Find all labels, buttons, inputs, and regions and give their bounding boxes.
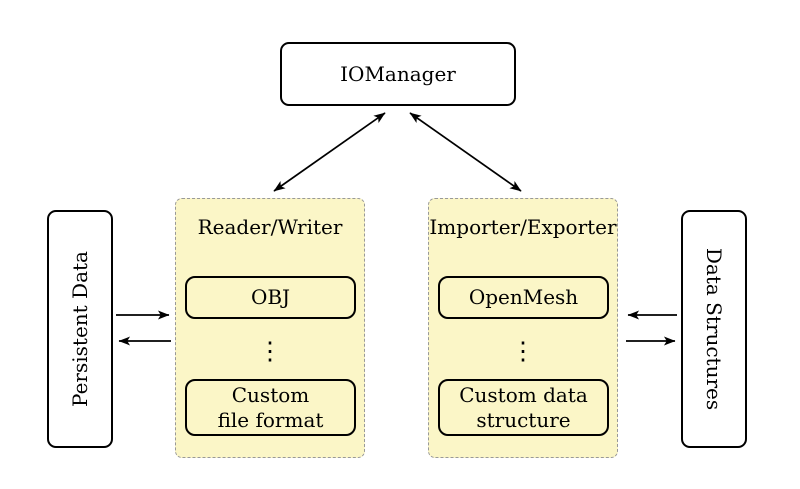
node-openmesh: OpenMesh (438, 276, 609, 319)
group-importer-exporter: Importer/Exporter OpenMesh ⋮ Custom data… (428, 198, 618, 458)
arrow-iomanager-importer-exporter (409, 112, 522, 192)
node-custom-file-format-line2: file format (217, 407, 324, 432)
node-obj: OBJ (185, 276, 356, 319)
node-openmesh-label: OpenMesh (468, 285, 579, 309)
group-importer-exporter-title: Importer/Exporter (429, 215, 617, 239)
vdots-reader-writer: ⋮ (257, 335, 283, 365)
node-custom-data-structure-line2: structure (476, 407, 571, 432)
vdots-importer-exporter: ⋮ (510, 335, 536, 365)
arrow-iomanager-reader-writer (273, 112, 386, 192)
group-reader-writer-title: Reader/Writer (197, 215, 343, 239)
group-reader-writer: Reader/Writer OBJ ⋮ Custom file format (175, 198, 365, 458)
node-iomanager: IOManager (280, 42, 516, 106)
node-custom-data-structure-line1: Custom data (459, 382, 588, 407)
node-custom-file-format: Custom file format (185, 379, 356, 436)
node-iomanager-label: IOManager (340, 62, 456, 86)
node-custom-data-structure: Custom data structure (438, 379, 609, 436)
node-data-structures-label: Data Structures (702, 247, 726, 411)
node-persistent-data: Persistent Data (47, 210, 113, 448)
node-custom-file-format-line1: Custom (231, 382, 310, 407)
node-obj-label: OBJ (250, 285, 291, 309)
node-data-structures: Data Structures (681, 210, 747, 448)
node-persistent-data-label: Persistent Data (68, 251, 92, 407)
